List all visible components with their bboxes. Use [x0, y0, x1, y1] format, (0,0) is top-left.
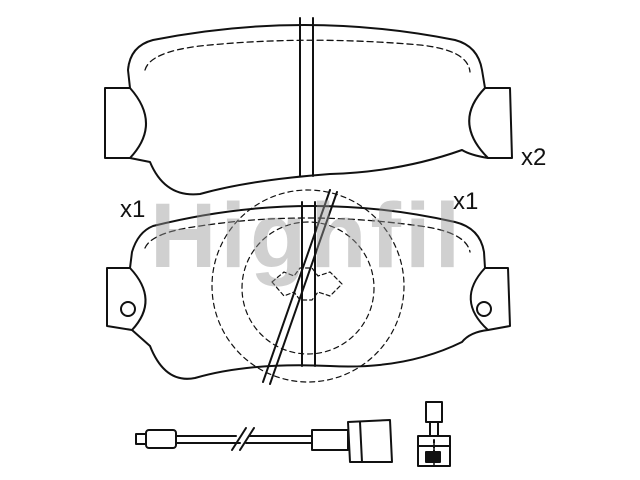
- bottom-pad-outline: [106, 205, 511, 380]
- sensor-side-top: [425, 401, 443, 423]
- cable-break-1: [231, 427, 247, 451]
- sensor-crimp: [311, 429, 349, 451]
- piston-outer-circle: [211, 189, 405, 383]
- bottom-pad-right-ear-notch: [469, 267, 489, 331]
- bottom-pad-right-hole: [476, 301, 492, 317]
- quantity-label-bottom-right: x1: [453, 188, 479, 215]
- top-pad-friction-outline: [144, 39, 471, 73]
- wear-wire-b: [269, 191, 338, 385]
- bottom-pad-left-hole: [120, 301, 136, 317]
- sensor-side-view: [417, 401, 451, 467]
- quantity-label-top-pad: x2: [521, 144, 547, 171]
- wear-sensor-cable: [135, 419, 393, 463]
- sensor-plug-body: [145, 429, 177, 449]
- top-pad-outline: [104, 24, 513, 196]
- cable-break-2: [239, 427, 255, 451]
- quantity-label-bottom-left: x1: [120, 196, 146, 223]
- sensor-head: [347, 419, 393, 463]
- watermark-text: Highfil: [150, 185, 465, 287]
- bottom-pad-left-ear-notch: [129, 267, 147, 331]
- top-pad-left-ear-notch: [129, 87, 147, 159]
- bottom-pad-friction-outline: [144, 217, 471, 253]
- sensor-head-divider: [359, 421, 363, 463]
- top-brake-pad: [104, 17, 513, 196]
- wear-wire-a: [262, 189, 331, 383]
- piston-middle-circle: [241, 221, 375, 355]
- bottom-brake-pad: [106, 189, 511, 385]
- center-clip-outline: [271, 267, 343, 301]
- sensor-plug-tip: [135, 433, 147, 445]
- top-pad-right-ear-notch: [468, 87, 489, 159]
- sensor-side-pin: [425, 451, 441, 463]
